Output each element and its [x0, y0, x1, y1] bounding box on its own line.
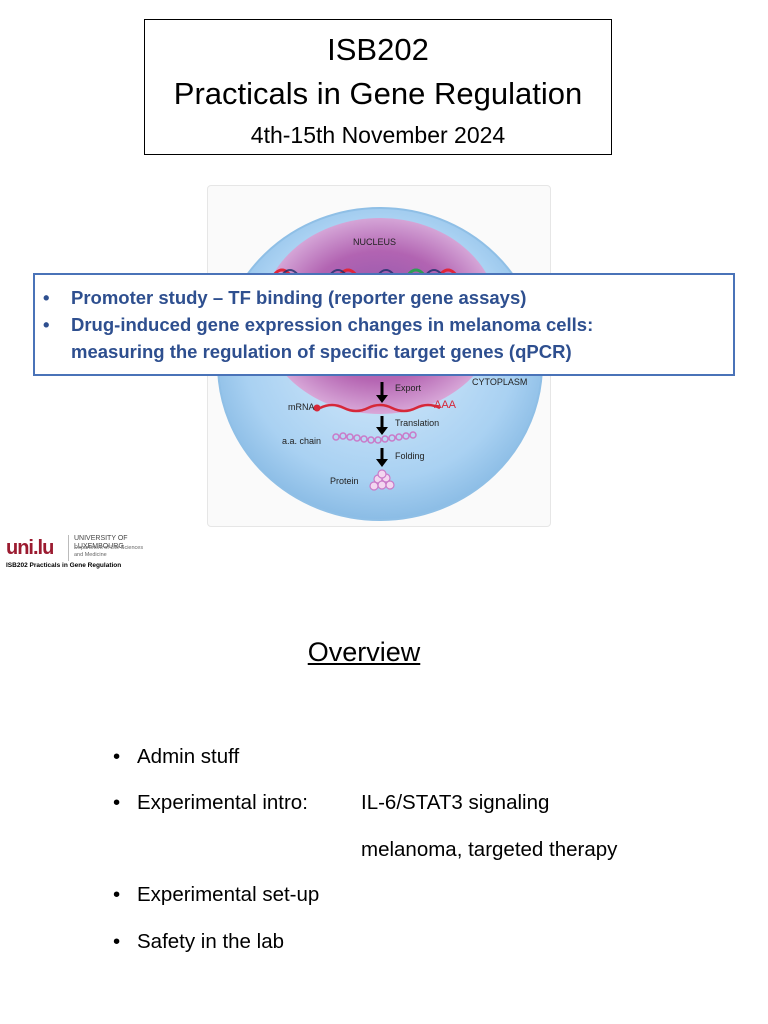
logo-mark: uni.lu [6, 537, 54, 559]
mrna-cap [313, 404, 321, 412]
bullet-icon: • [113, 883, 121, 906]
overview-item-setup: • Experimental set-up [113, 882, 319, 908]
folding-arrowhead [376, 459, 388, 467]
bullet-icon: • [113, 791, 121, 814]
overview-item-label: Experimental set-up [137, 883, 320, 906]
logo-divider [68, 535, 69, 561]
overview-item-intro: • Experimental intro: [113, 790, 308, 816]
course-dates: 4th-15th November 2024 [250, 122, 506, 148]
label-folding: Folding [395, 451, 425, 461]
course-code: ISB202 [327, 32, 429, 67]
bullet-icon: • [43, 314, 50, 335]
label-nucleus: NUCLEUS [353, 237, 397, 247]
course-name: Practicals in Gene Regulation [173, 76, 583, 111]
label-export: Export [395, 383, 422, 393]
university-logo: uni.lu UNIVERSITY OF LUXEMBOURG Departme… [6, 534, 174, 574]
overview-detail-signaling: IL-6/STAT3 signaling [361, 791, 550, 814]
title-box: ISB202 Practicals in Gene Regulation 4th… [144, 19, 612, 155]
overview-item-label: Experimental intro: [137, 791, 308, 814]
logo-department-line2: and Medicine [74, 551, 107, 558]
overview-detail-melanoma: melanoma, targeted therapy [361, 838, 618, 861]
bullet-icon: • [43, 287, 50, 308]
callout-item-drug-cont: measuring the regulation of specific tar… [71, 341, 572, 362]
callout-text: Drug-induced gene expression changes in … [71, 314, 594, 335]
export-arrowhead [376, 395, 388, 403]
logo-department-line1: Department of Life Sciences [74, 545, 144, 551]
bullet-icon: • [113, 745, 121, 768]
overview-item-admin: • Admin stuff [113, 744, 239, 770]
label-translation: Translation [395, 418, 440, 428]
mrna-strand [319, 403, 441, 413]
callout-item-promoter: • Promoter study – TF binding (reporter g… [43, 284, 526, 311]
overview-item-safety: • Safety in the lab [113, 929, 284, 955]
aa-chain-beads [332, 431, 417, 444]
label-aa-chain: a.a. chain [282, 436, 322, 446]
overview-item-label: Safety in the lab [137, 930, 285, 953]
overview-title: Overview [307, 637, 421, 667]
logo-course: ISB202 Practicals in Gene Regulation [6, 562, 122, 569]
label-protein: Protein [330, 476, 359, 486]
callout-item-drug: • Drug-induced gene expression changes in… [43, 311, 593, 338]
logo-university: UNIVERSITY OF LUXEMBOURG [74, 535, 128, 550]
callout-text: Promoter study – TF binding (reporter ge… [71, 287, 527, 308]
label-mrna: mRNA [288, 402, 315, 412]
label-polya: AAA [434, 399, 457, 411]
label-cytoplasm: CYTOPLASM [472, 377, 528, 387]
callout-box: • Promoter study – TF binding (reporter g… [33, 273, 735, 376]
translation-arrowhead [376, 427, 388, 435]
logo-department: Department of Life Sciences and Medicine [74, 545, 143, 558]
overview-item-label: Admin stuff [137, 745, 240, 768]
bullet-icon: • [113, 930, 121, 953]
protein-cluster [369, 469, 395, 491]
